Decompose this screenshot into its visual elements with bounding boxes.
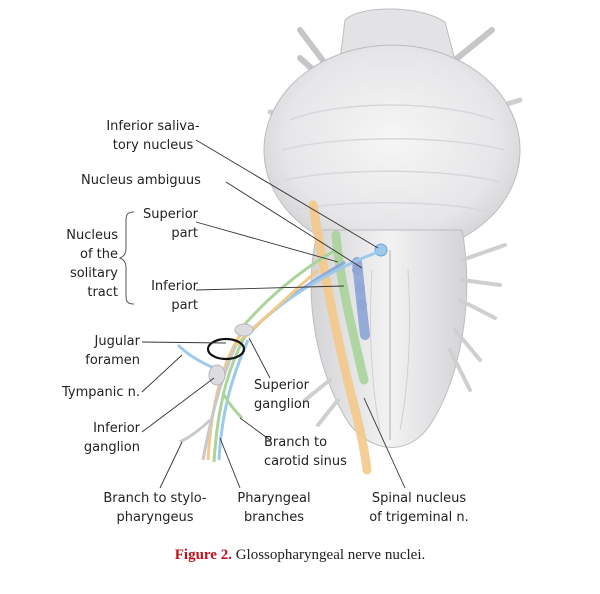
label-inferior-ganglion: Inferior ganglion [83, 421, 140, 455]
label-tympanic-n: Tympanic n. [62, 385, 140, 400]
pons [263, 44, 521, 256]
label-pharyngeal-branches: Pharyngeal branches [237, 491, 311, 525]
spinal-trigeminal-nucleus [308, 200, 372, 475]
inferior-salivatory-nucleus [374, 243, 388, 257]
jugular-foramen-ring [206, 337, 246, 361]
figure-caption: Figure 2. Glossopharyngeal nerve nuclei. [0, 547, 600, 564]
solitary-brace [118, 211, 135, 305]
label-spinal-nucleus-trigeminal: Spinal nucleus of trigeminal n. [369, 491, 469, 525]
figure-number: Figure 2. [174, 547, 232, 563]
label-jugular-foramen: Jugular foramen [85, 334, 140, 368]
nuclei [308, 200, 388, 475]
label-branch-stylopharyngeus: Branch to stylo- pharyngeus [103, 491, 207, 525]
leader-lines [141, 139, 406, 489]
label-inferior-part: Inferior part [151, 279, 198, 313]
solitary-nucleus [331, 230, 369, 385]
label-superior-ganglion: Superior ganglion [254, 378, 311, 412]
label-nucleus-ambiguus: Nucleus ambiguus [81, 173, 201, 188]
label-inferior-salivatory-nucleus: Inferior saliva- tory nucleus [106, 119, 200, 153]
label-superior-part: Superior part [143, 207, 198, 241]
label-branch-carotid-sinus: Branch to carotid sinus [264, 435, 347, 469]
figure-caption-text: Glossopharyngeal nerve nuclei. [235, 547, 426, 563]
label-solitary-tract: Nucleus of the solitary tract [66, 228, 118, 300]
